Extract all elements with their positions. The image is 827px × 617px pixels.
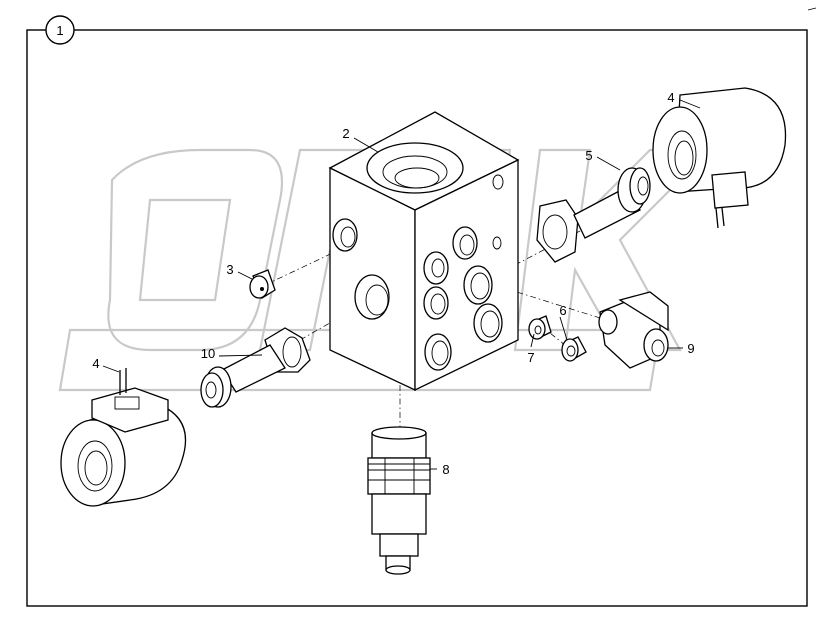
callout-9: 9	[687, 341, 694, 356]
callout-8: 8	[442, 462, 449, 477]
callout-2: 2	[342, 126, 349, 141]
valve-block-part-2	[328, 111, 520, 392]
callout-4-lower: 4	[92, 356, 99, 371]
callout-6: 6	[559, 303, 566, 318]
callout-3: 3	[226, 262, 233, 277]
leader-lines	[102, 99, 701, 470]
solenoid-tube-part-5	[536, 167, 651, 263]
group-number: 1	[56, 23, 63, 38]
diagram-frame	[26, 29, 808, 607]
callout-labels: 2 3 4 4 5 6 7 8 9 10	[92, 90, 694, 477]
callout-4-upper: 4	[667, 90, 674, 105]
corner-mark	[807, 7, 817, 11]
fitting-part-7	[528, 315, 552, 340]
group-badge: 1	[45, 15, 75, 45]
callout-7: 7	[527, 350, 534, 365]
solenoid-coil-part-4-upper	[652, 87, 787, 229]
solenoid-tube-part-10	[200, 327, 311, 408]
cartridge-valve-part-8	[367, 426, 431, 575]
callout-10: 10	[201, 346, 215, 361]
fitting-part-6	[561, 336, 587, 362]
solenoid-valve-part-9	[598, 291, 669, 369]
solenoid-coil-part-4-lower	[60, 368, 187, 507]
callout-5: 5	[585, 148, 592, 163]
plug-part-3	[249, 269, 276, 299]
